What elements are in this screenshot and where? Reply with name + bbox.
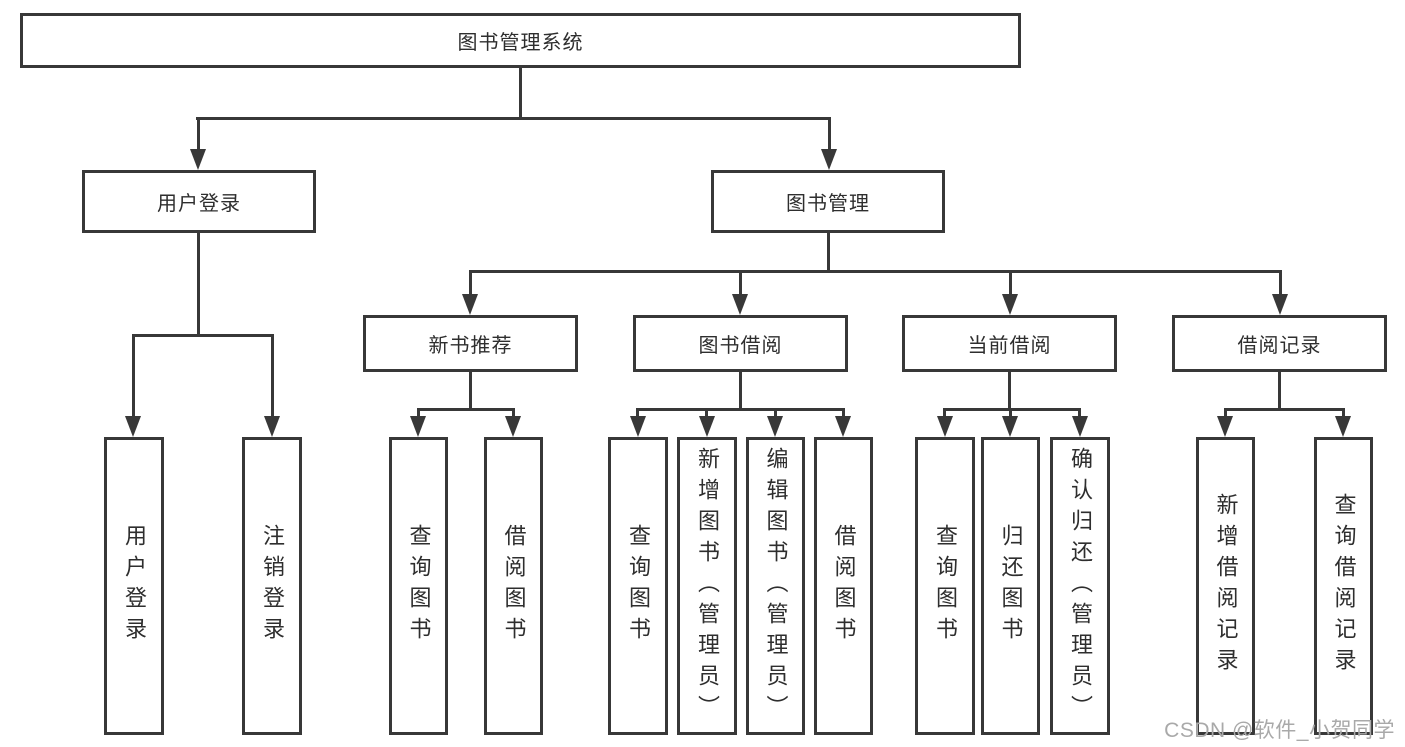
leaf-borrow-borrow-books: 借阅图书 (814, 437, 873, 735)
arrow-down-icon (125, 416, 141, 437)
connector-leaf-drop (774, 408, 777, 419)
leaf-current-confirm-return-admin: 确认归还（管理员） (1050, 437, 1110, 735)
connector-leaf-drop (1224, 408, 1227, 419)
node-new-book-label: 新书推荐 (428, 335, 513, 357)
leaf-borrow-edit-books-admin: 编辑图书（管理员） (746, 437, 805, 735)
connector-leaf-drop (842, 408, 845, 419)
arrow-down-icon (1272, 294, 1288, 315)
connector-current-borrow-drop (1009, 270, 1012, 297)
arrow-down-icon (264, 416, 280, 437)
leaf-borrow-add-books-admin: 新增图书（管理员） (677, 437, 737, 735)
leaf-current-query-books-label: 查询图书 (933, 524, 958, 648)
arrow-down-icon (767, 416, 783, 437)
connector-new-book-drop (469, 270, 472, 297)
leaf-logout: 注销登录 (242, 437, 302, 735)
arrow-down-icon (1002, 294, 1018, 315)
connector-new-book-stem (469, 372, 472, 410)
arrow-down-icon (410, 416, 426, 437)
connector-book-mgmt-stem (827, 233, 830, 272)
leaf-logout-label: 注销登录 (260, 524, 285, 648)
node-book-mgmt: 图书管理 (711, 170, 945, 233)
connector-leaf-drop (271, 334, 274, 418)
node-current-borrow: 当前借阅 (902, 315, 1117, 372)
arrow-down-icon (1002, 416, 1018, 437)
connector-borrow-records-stem (1278, 372, 1281, 410)
connector-borrow-records-splitter (1224, 408, 1345, 411)
leaf-records-add-record-label: 新增借阅记录 (1213, 493, 1239, 679)
arrow-down-icon (630, 416, 646, 437)
connector-leaf-drop (1342, 408, 1345, 419)
node-book-borrow-label: 图书借阅 (698, 335, 783, 357)
leaf-newbook-query-books-label: 查询图书 (406, 524, 432, 648)
arrow-down-icon (505, 416, 521, 437)
csdn-watermark: CSDN @软件_小贺同学 (1164, 719, 1395, 742)
arrow-down-icon (835, 416, 851, 437)
node-user-login-label: 用户登录 (157, 193, 241, 215)
node-root: 图书管理系统 (20, 13, 1021, 68)
arrow-down-icon (699, 416, 715, 437)
leaf-borrow-query-books-label: 查询图书 (626, 524, 651, 648)
leaf-current-confirm-return-admin-label: 确认归还（管理员） (1068, 446, 1093, 726)
leaf-current-return-books-label: 归还图书 (998, 524, 1024, 648)
connector-root-stem (519, 68, 522, 118)
connector-current-borrow-splitter (944, 408, 1081, 411)
connector-book-borrow-drop (739, 270, 742, 297)
arrow-down-icon (1335, 416, 1351, 437)
connector-leaf-drop (705, 408, 708, 419)
arrow-down-icon (1072, 416, 1088, 437)
node-root-label: 图书管理系统 (457, 32, 584, 54)
arrow-down-icon (732, 294, 748, 315)
connector-user-login-splitter (132, 334, 274, 337)
leaf-borrow-borrow-books-label: 借阅图书 (831, 524, 857, 648)
leaf-user-login: 用户登录 (104, 437, 164, 735)
arrow-down-icon (821, 149, 837, 170)
connector-leaf-drop (636, 408, 639, 419)
connector-user-login-drop (197, 117, 200, 153)
connector-leaf-drop (417, 408, 420, 419)
node-borrow-records-label: 借阅记录 (1237, 335, 1322, 357)
connector-book-mgmt-drop (828, 117, 831, 153)
leaf-records-add-record: 新增借阅记录 (1196, 437, 1255, 735)
connector-user-login-stem (197, 233, 200, 336)
node-current-borrow-label: 当前借阅 (967, 335, 1052, 357)
connector-leaf-drop (132, 334, 135, 418)
leaf-records-query-record: 查询借阅记录 (1314, 437, 1373, 735)
arrow-down-icon (937, 416, 953, 437)
arrow-down-icon (462, 294, 478, 315)
leaf-records-query-record-label: 查询借阅记录 (1331, 493, 1357, 679)
connector-book-borrow-stem (739, 372, 742, 410)
connector-book-borrow-splitter (637, 408, 845, 411)
leaf-current-query-books: 查询图书 (915, 437, 975, 735)
connector-leaf-drop (1078, 408, 1081, 419)
node-book-mgmt-label: 图书管理 (786, 193, 870, 215)
leaf-borrow-edit-books-admin-label: 编辑图书（管理员） (763, 446, 789, 726)
connector-current-borrow-stem (1008, 372, 1011, 410)
leaf-newbook-borrow-books-label: 借阅图书 (501, 524, 527, 648)
node-new-book-recommend: 新书推荐 (363, 315, 578, 372)
arrow-down-icon (1217, 416, 1233, 437)
node-user-login: 用户登录 (82, 170, 316, 233)
leaf-current-return-books: 归还图书 (981, 437, 1040, 735)
leaf-borrow-add-books-admin-label: 新增图书（管理员） (695, 446, 720, 726)
connector-level1-splitter (196, 117, 830, 120)
leaf-newbook-borrow-books: 借阅图书 (484, 437, 543, 735)
leaf-user-login-label: 用户登录 (122, 524, 147, 648)
connector-new-book-splitter (417, 408, 514, 411)
connector-borrow-record-drop (1279, 270, 1282, 297)
leaf-borrow-query-books: 查询图书 (608, 437, 668, 735)
connector-leaf-drop (512, 408, 515, 419)
connector-level2-splitter (469, 270, 1282, 273)
connector-leaf-drop (1009, 408, 1012, 419)
connector-leaf-drop (943, 408, 946, 419)
arrow-down-icon (190, 149, 206, 170)
leaf-newbook-query-books: 查询图书 (389, 437, 448, 735)
node-book-borrow: 图书借阅 (633, 315, 848, 372)
node-borrow-records: 借阅记录 (1172, 315, 1387, 372)
